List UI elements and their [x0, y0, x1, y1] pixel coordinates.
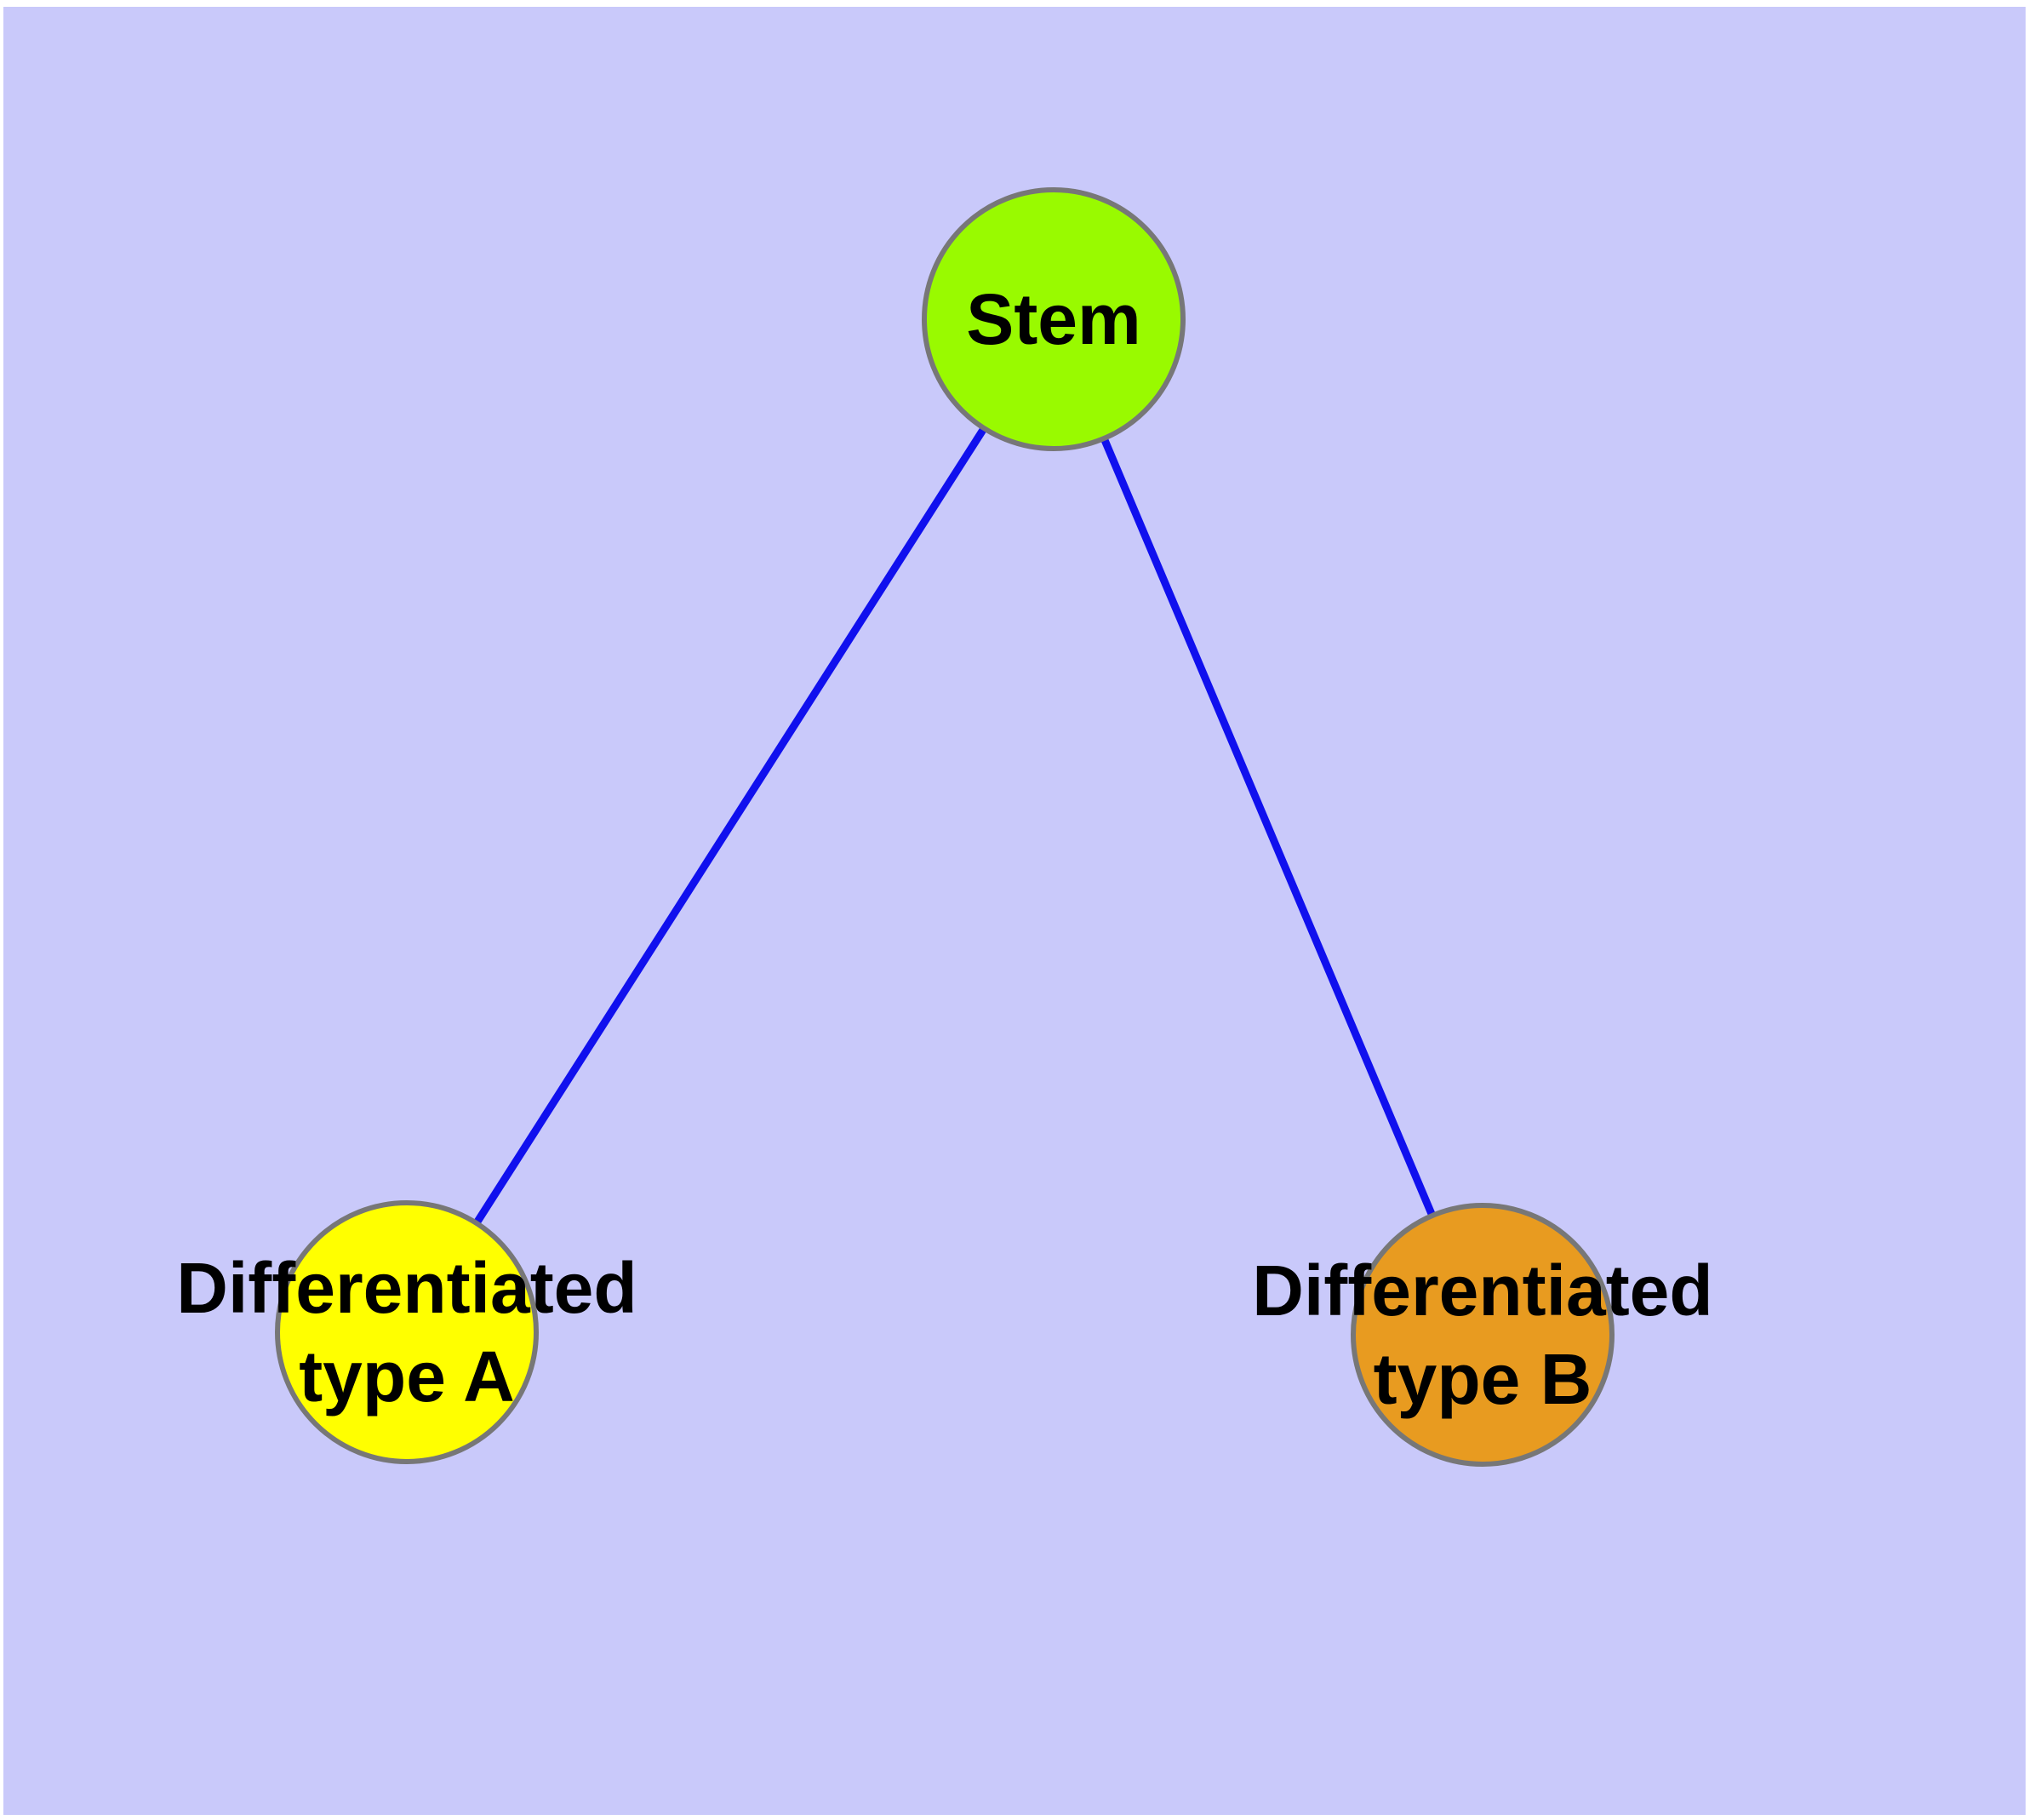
- node-differentiated-type-b: [1351, 1203, 1615, 1467]
- node-differentiated-type-a: [275, 1200, 539, 1464]
- edge-stem-to-differentiated-type-b: [1049, 318, 1487, 1336]
- node-label-line: type B: [1374, 1339, 1592, 1419]
- edge-stem-to-differentiated-type-a: [403, 317, 1057, 1335]
- node-label-line: Stem: [966, 279, 1140, 359]
- node-stem: [922, 187, 1186, 451]
- node-label-line: Differentiated: [1252, 1251, 1712, 1331]
- node-label-stem: Stem: [966, 279, 1140, 359]
- node-label-line: type A: [299, 1336, 515, 1417]
- node-label-line: Differentiated: [176, 1248, 637, 1328]
